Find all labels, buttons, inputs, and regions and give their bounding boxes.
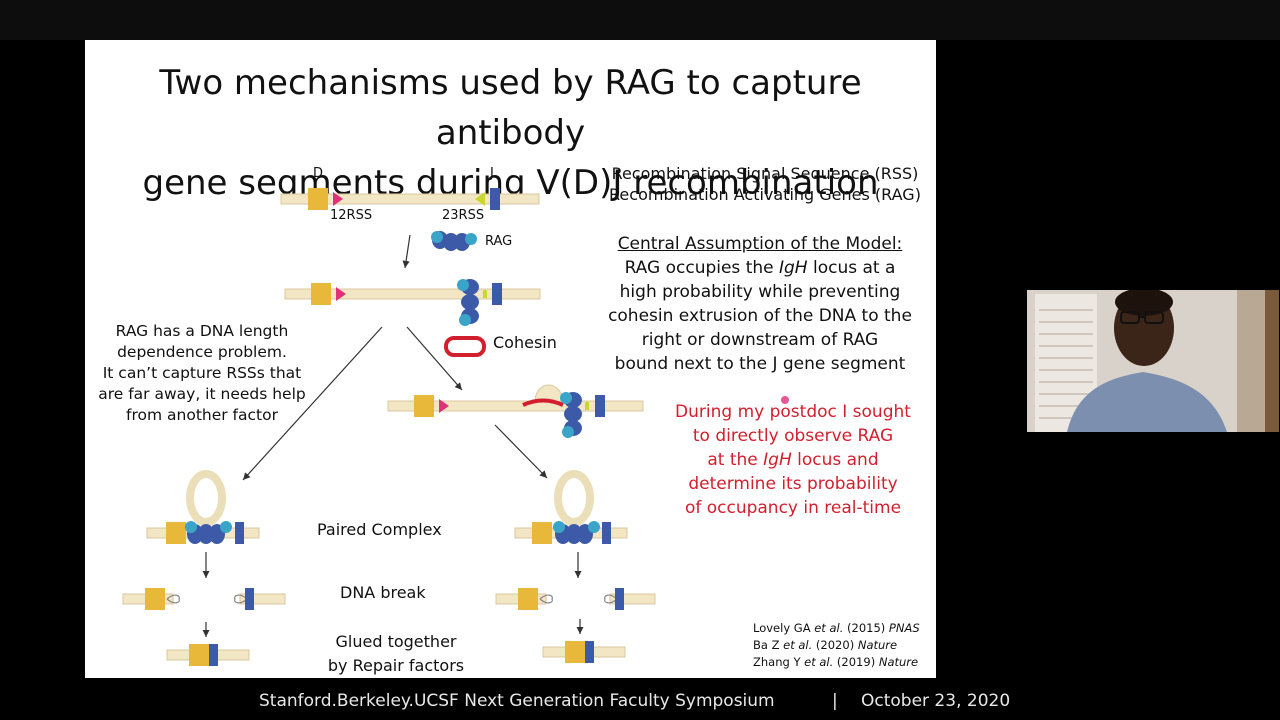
label-cohesin: Cohesin xyxy=(493,333,557,352)
rss12-triangle xyxy=(333,192,343,206)
label-dna-break: DNA break xyxy=(340,583,426,602)
top-bar xyxy=(0,0,1280,40)
label-rag: RAG xyxy=(485,234,513,249)
d-segment-block xyxy=(308,188,328,210)
label-j: J xyxy=(490,166,494,181)
vdj-diagram xyxy=(122,188,789,666)
joined-segment-right xyxy=(542,641,626,663)
slide: Two mechanisms used by RAG to capture an… xyxy=(85,40,936,678)
postdoc-note: During my postdoc I sought to directly o… xyxy=(640,400,946,520)
reference-item: Zhang Y et al. (2019) Nature xyxy=(753,655,919,669)
glued-line-2: by Repair factors xyxy=(327,656,465,675)
assumption-line: bound next to the J gene segment xyxy=(614,354,906,374)
reference-item: Lovely GA et al. (2015) PNAS xyxy=(753,621,920,635)
label-paired-complex: Paired Complex xyxy=(317,520,442,539)
label-glued: Glued together by Repair factors xyxy=(315,630,477,678)
footer-date: October 23, 2020 xyxy=(861,691,1011,711)
postdoc-line: of occupancy in real-time xyxy=(684,498,902,518)
title-line-1: Two mechanisms used by RAG to capture an… xyxy=(159,63,862,153)
postdoc-line: at the IgH locus and xyxy=(707,450,879,470)
postdoc-line: determine its probability xyxy=(688,474,898,494)
speaker-video-frame xyxy=(1027,290,1279,432)
dna-break-right xyxy=(495,588,656,610)
slide-title: Two mechanisms used by RAG to capture an… xyxy=(85,58,936,208)
assumption-heading: Central Assumption of the Model: xyxy=(617,234,903,254)
definitions: Recombination Signal Sequence (RSS) Reco… xyxy=(605,163,925,205)
left-note-line: It can’t capture RSSs that xyxy=(102,364,302,382)
speaker-webcam-video[interactable] xyxy=(1027,290,1279,432)
glued-line-1: Glued together xyxy=(335,632,457,651)
assumption-line: cohesin extrusion of the DNA to the xyxy=(608,306,912,326)
left-note-line: are far away, it needs help xyxy=(98,385,306,403)
left-note-line: from another factor xyxy=(126,406,278,424)
postdoc-line: During my postdoc I sought xyxy=(675,402,911,422)
assumption-line: right or downstream of RAG xyxy=(641,330,879,350)
joined-segment-left xyxy=(166,644,250,666)
dna-rag-bound xyxy=(284,279,541,326)
dna-break-left xyxy=(122,588,286,610)
central-assumption: Central Assumption of the Model: RAG occ… xyxy=(595,232,925,376)
left-note-line: RAG has a DNA length xyxy=(115,322,289,340)
assumption-line: high probability while preventing xyxy=(619,282,901,302)
footer-event-name: Stanford.Berkeley.UCSF Next Generation F… xyxy=(259,691,775,711)
cohesin-ring xyxy=(444,336,486,357)
top-dna-strand xyxy=(280,188,540,210)
label-d: D xyxy=(313,166,324,181)
paired-complex-left xyxy=(146,470,260,544)
label-23rss: 23RSS xyxy=(442,208,485,223)
definition-rag: Recombination Activating Genes (RAG) xyxy=(609,185,921,204)
laser-pointer-dot xyxy=(781,396,789,404)
references: Lovely GA et al. (2015) PNAS Ba Z et al.… xyxy=(753,620,920,671)
label-12rss: 12RSS xyxy=(330,208,373,223)
rag-complex-free xyxy=(431,231,477,251)
definition-rss: Recombination Signal Sequence (RSS) xyxy=(611,164,919,183)
dna-cohesin-extrusion xyxy=(387,384,644,438)
left-note: RAG has a DNA length dependence problem.… xyxy=(97,321,307,426)
paired-complex-right xyxy=(514,470,628,544)
left-note-line: dependence problem. xyxy=(117,343,287,361)
postdoc-line: to directly observe RAG xyxy=(692,426,894,446)
j-segment-block xyxy=(490,188,500,210)
assumption-line: RAG occupies the IgH locus at a xyxy=(624,258,896,278)
rss23-triangle xyxy=(475,192,485,206)
reference-item: Ba Z et al. (2020) Nature xyxy=(753,638,898,652)
event-footer: Stanford.Berkeley.UCSF Next Generation F… xyxy=(0,678,1280,720)
footer-separator: | xyxy=(832,691,838,711)
